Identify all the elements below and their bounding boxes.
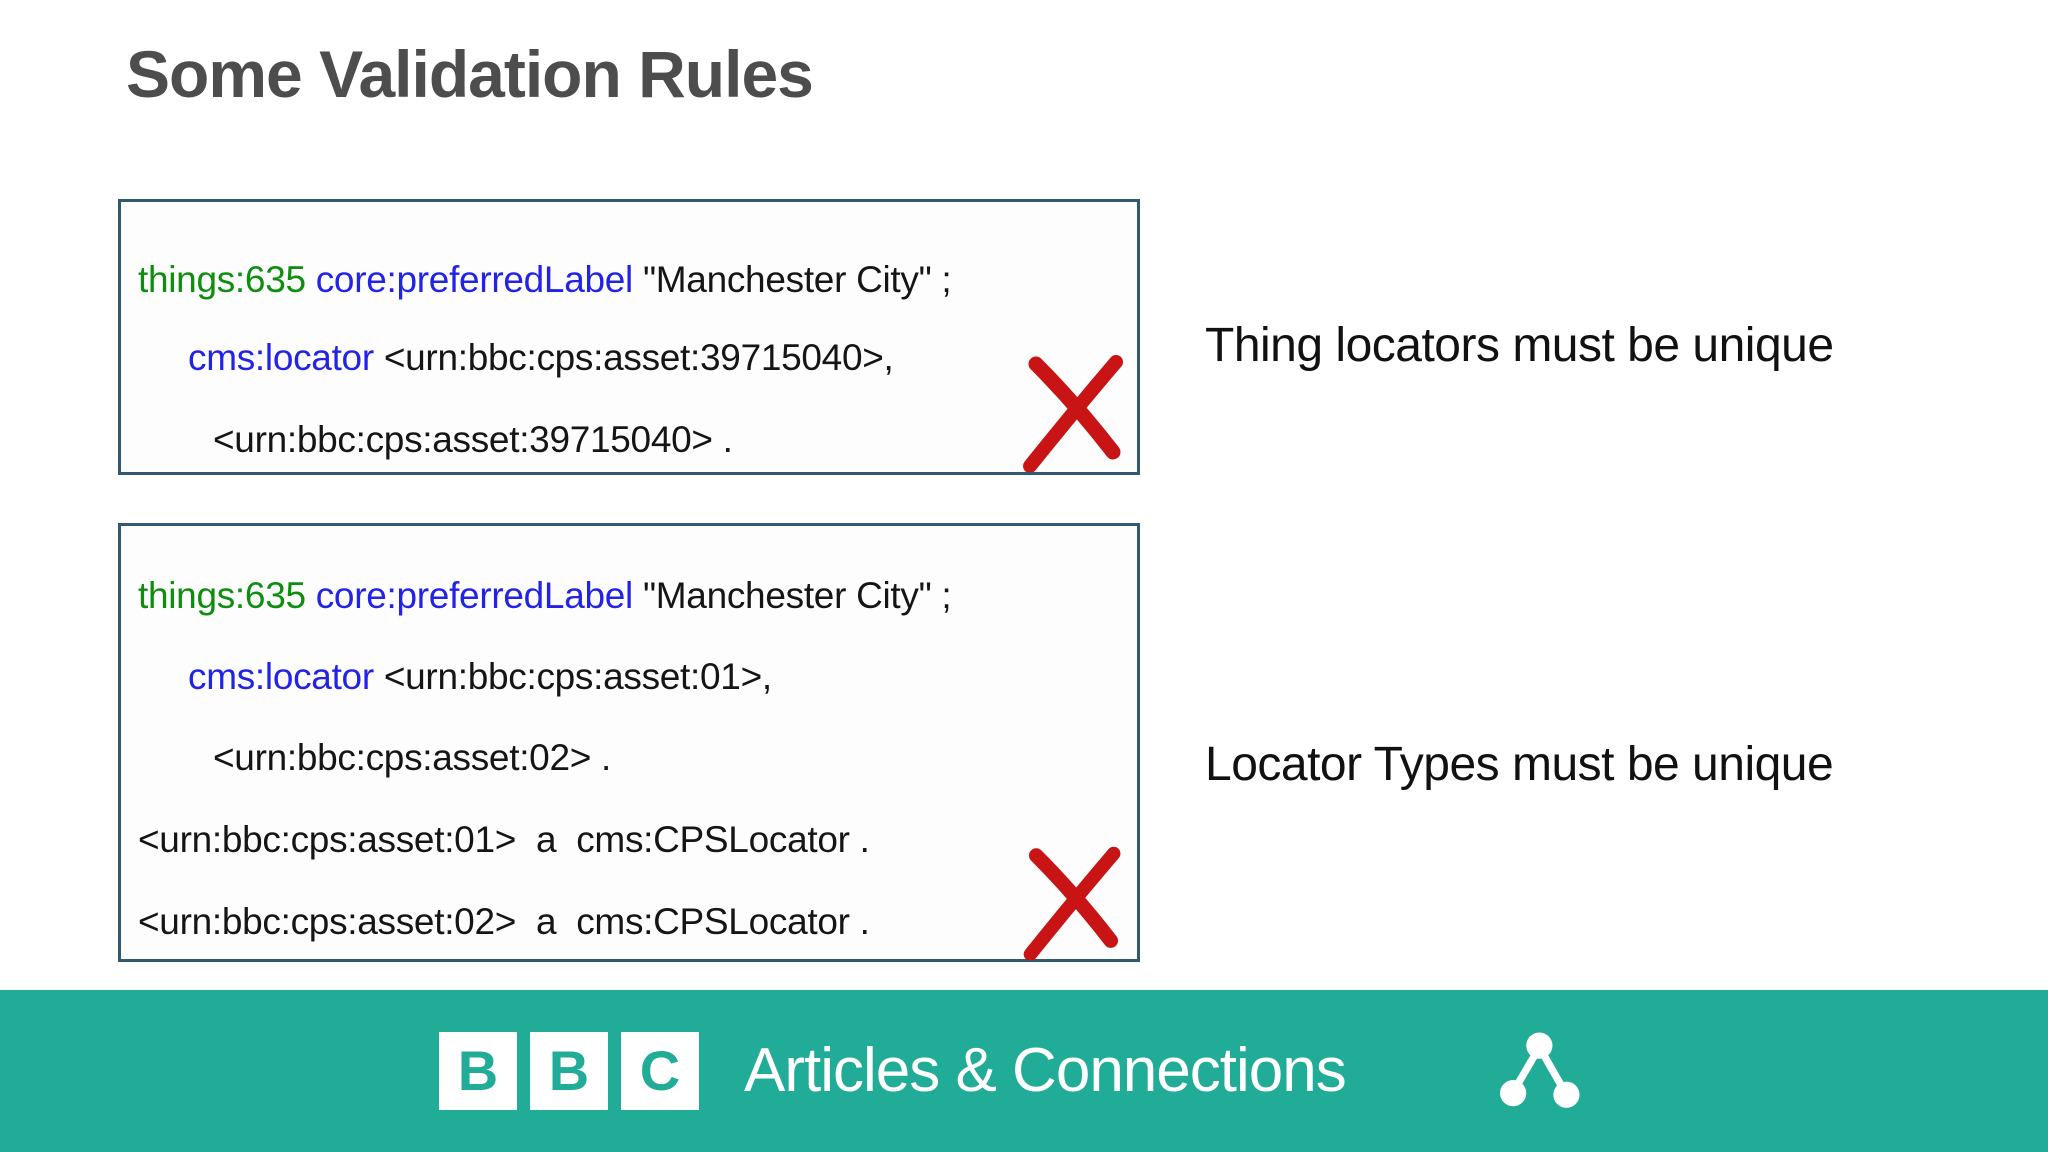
code-token-predicate: core:preferredLabel [315,259,634,300]
code-token-statement: <urn:bbc:cps:asset:02> a cms:CPSLocator … [138,901,870,942]
code-line: things:635 core:preferredLabel "Manchest… [138,573,952,619]
code-token-literal: "Manchester City" ; [632,259,952,300]
code-token-uri: <urn:bbc:cps:asset:02> . [213,737,611,778]
code-token-subject: things:635 [138,259,316,300]
code-token-predicate: cms:locator [188,656,374,697]
code-line: things:635 core:preferredLabel "Manchest… [138,257,952,303]
code-token-uri: <urn:bbc:cps:asset:01>, [373,656,772,697]
red-x-icon [1023,846,1121,960]
rule-annotation-thing-locators: Thing locators must be unique [1205,319,1834,372]
code-line: <urn:bbc:cps:asset:02> a cms:CPSLocator … [138,899,870,945]
connections-graph-icon [1500,1032,1580,1108]
code-token-uri: <urn:bbc:cps:asset:39715040>, [373,337,894,378]
bbc-logo: B B C [439,1032,699,1110]
code-token-predicate: core:preferredLabel [315,575,634,616]
code-token-statement: <urn:bbc:cps:asset:01> a cms:CPSLocator … [138,819,870,860]
code-line: <urn:bbc:cps:asset:02> . [213,735,611,781]
footer-title: Articles & Connections [744,1036,1347,1105]
code-line: <urn:bbc:cps:asset:39715040> . [213,417,733,463]
code-box-locator-types: things:635 core:preferredLabel "Manchest… [118,523,1140,962]
rule-annotation-locator-types: Locator Types must be unique [1205,738,1834,791]
bbc-logo-block: C [621,1032,699,1110]
footer-bar [0,990,2048,1152]
bbc-logo-block: B [530,1032,608,1110]
code-token-predicate: cms:locator [188,337,374,378]
code-line: <urn:bbc:cps:asset:01> a cms:CPSLocator … [138,817,870,863]
code-token-uri: <urn:bbc:cps:asset:39715040> . [213,419,733,460]
code-line: cms:locator <urn:bbc:cps:asset:01>, [188,654,772,700]
red-x-icon [1023,355,1123,472]
code-box-thing-locators: things:635 core:preferredLabel "Manchest… [118,199,1140,475]
bbc-logo-block: B [439,1032,517,1110]
code-token-subject: things:635 [138,575,316,616]
code-token-literal: "Manchester City" ; [632,575,952,616]
code-line: cms:locator <urn:bbc:cps:asset:39715040>… [188,335,894,381]
page-title: Some Validation Rules [126,37,814,111]
